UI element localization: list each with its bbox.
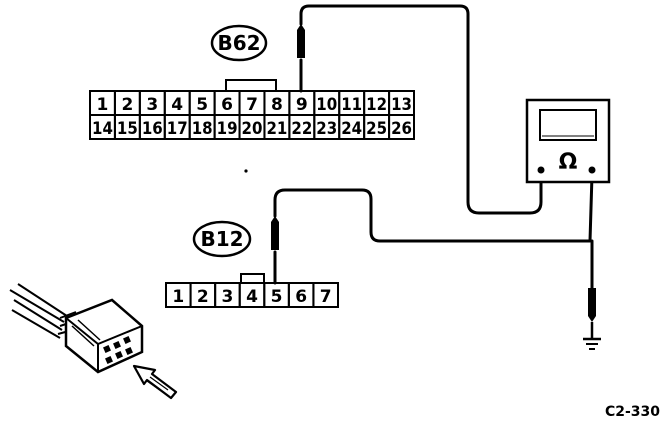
pin-number: 12 [366, 95, 387, 115]
pin-number: 5 [196, 95, 208, 115]
ground-symbol [583, 337, 601, 350]
pin-number: 3 [222, 287, 234, 307]
pin-number: 7 [246, 95, 258, 115]
pin-number: 3 [146, 95, 158, 115]
ground-probe [588, 288, 596, 338]
pin-number: 22 [291, 119, 312, 139]
pin-number: 6 [295, 287, 307, 307]
wire-b12-to-meter [273, 173, 594, 243]
ohmmeter-display [539, 109, 597, 141]
pin-number: 21 [266, 119, 287, 139]
pin-number: 9 [296, 95, 308, 115]
meter-terminal-right [588, 166, 596, 174]
pin-number: 16 [142, 119, 163, 139]
pin-number: 2 [197, 287, 209, 307]
pin-number: 10 [316, 95, 337, 115]
pin-cell [388, 114, 416, 140]
meter-terminal-left [537, 166, 545, 174]
figure-code: C2-330 [605, 404, 660, 420]
pin-number: 7 [320, 287, 332, 307]
pin-number: 1 [97, 95, 109, 115]
pin-number: 13 [391, 95, 412, 115]
b62-latch [225, 79, 277, 91]
b12-latch [240, 273, 265, 283]
pin-number: 23 [316, 119, 337, 139]
view-direction-arrow [132, 364, 178, 400]
b12-label-ellipse [192, 220, 252, 258]
pin-number: 1 [172, 287, 184, 307]
ohm-symbol: Ω [559, 150, 578, 175]
b12-label: B12 [200, 227, 243, 251]
stray-dot [244, 169, 248, 173]
pin-number: 2 [121, 95, 133, 115]
pin-number: 14 [92, 119, 113, 139]
b12-test-probe [271, 216, 279, 285]
pin-number: 5 [271, 287, 283, 307]
pin-number: 18 [192, 119, 213, 139]
connector-terminals [103, 336, 133, 364]
pin-number: 11 [341, 95, 362, 115]
pin-number: 20 [242, 119, 263, 139]
connector-body [64, 298, 144, 374]
wire-b62-to-meter [299, 4, 543, 215]
probe-tip-b12 [271, 216, 279, 250]
connector-illustration [9, 283, 178, 400]
harness-wires [9, 283, 71, 339]
b62-test-probe [297, 24, 305, 93]
pin-number: 19 [217, 119, 238, 139]
pin-number: 24 [341, 119, 362, 139]
b62-label: B62 [217, 31, 260, 55]
pin-number: 15 [117, 119, 138, 139]
pin-number: 8 [271, 95, 283, 115]
probe-tip-b62 [297, 24, 305, 58]
pin-number: 4 [171, 95, 183, 115]
pin-number: 25 [366, 119, 387, 139]
ohmmeter: Ω [525, 98, 611, 184]
pin-number: 6 [221, 95, 233, 115]
pin-number: 4 [246, 287, 258, 307]
pin-number: 26 [391, 119, 412, 139]
pin-cell [312, 282, 339, 308]
pin-number: 17 [167, 119, 188, 139]
b62-label-ellipse [210, 24, 268, 62]
probe-tip-ground [588, 288, 596, 322]
